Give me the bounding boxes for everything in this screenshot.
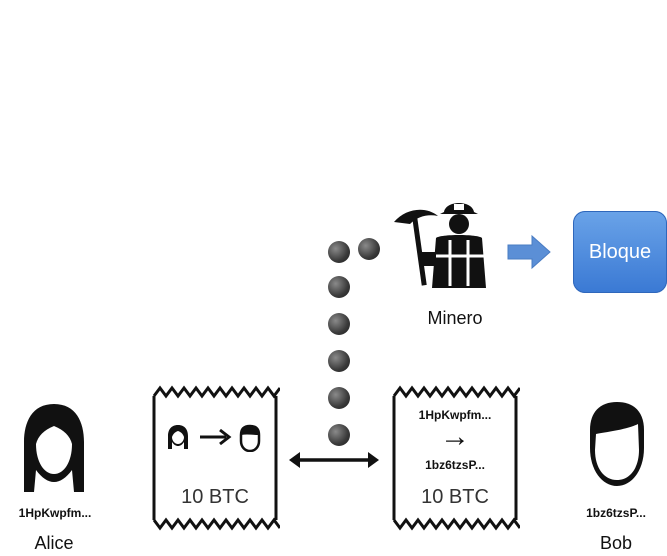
miner-label: Minero <box>427 308 483 328</box>
tx-right-arrow: → <box>440 420 470 453</box>
tx-right-to: 1bz6tzsP... <box>425 458 485 472</box>
woman-icon <box>24 404 84 492</box>
woman-small-icon <box>168 425 188 449</box>
alice-address: 1HpKwpfm... <box>18 506 92 520</box>
dot <box>358 238 380 260</box>
alice-name: Alice <box>34 533 74 553</box>
miner-icon <box>394 203 486 288</box>
double-arrow-icon <box>289 452 379 468</box>
bob-name: Bob <box>599 533 633 553</box>
receipt-right <box>392 385 520 531</box>
dot <box>328 313 350 335</box>
block-label: Bloque <box>588 240 652 263</box>
dot <box>328 276 350 298</box>
arrow-right-icon <box>200 428 232 446</box>
tx-right-amount: 10 BTC <box>421 486 489 508</box>
receipt-left <box>152 385 280 531</box>
arrow-to-block-icon <box>507 234 551 270</box>
dot <box>328 241 350 263</box>
man-small-icon <box>239 424 261 452</box>
man-icon <box>590 402 644 486</box>
tx-right-from: 1HpKwpfm... <box>418 408 492 422</box>
dot <box>328 424 350 446</box>
block-box: Bloque <box>573 211 667 293</box>
bob-address: 1bz6tzsP... <box>586 506 646 520</box>
dot <box>328 350 350 372</box>
tx-left-amount: 10 BTC <box>181 486 249 508</box>
dot <box>328 387 350 409</box>
